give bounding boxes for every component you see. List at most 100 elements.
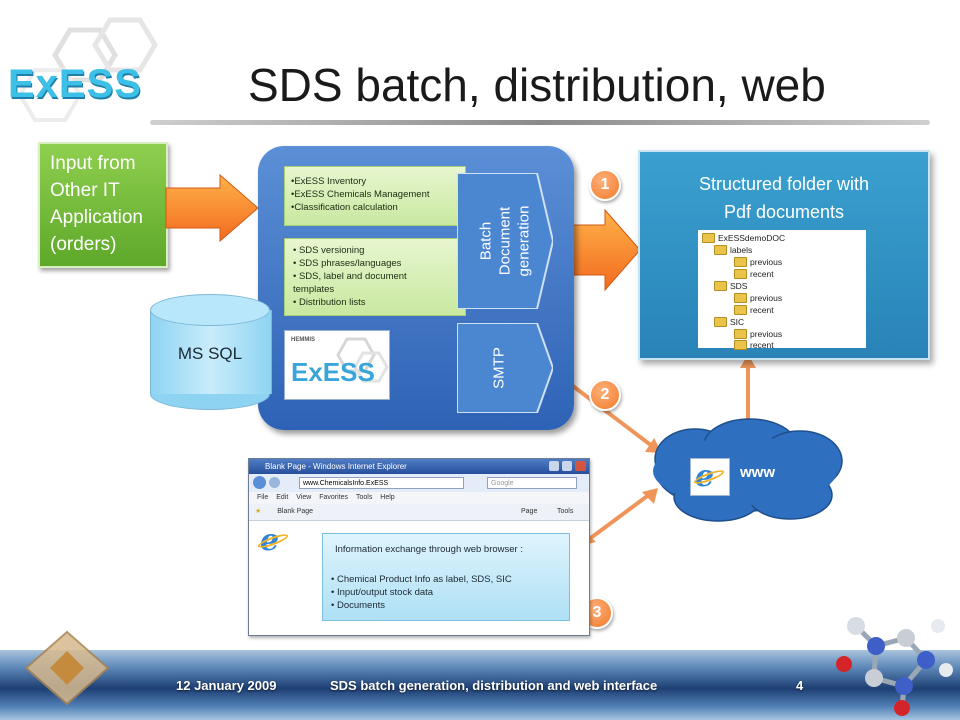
link-browser-www	[586, 492, 652, 542]
tree-node[interactable]: recent	[734, 340, 774, 350]
menu-item[interactable]: File	[257, 494, 269, 501]
browser-address-bar: www.ChemicalsInfo.ExESS Google	[249, 474, 589, 493]
maximize-button[interactable]	[562, 461, 572, 471]
tree-node[interactable]: recent	[734, 305, 774, 315]
tree-node[interactable]: recent	[734, 269, 774, 279]
web-info-item: • Chemical Product Info as label, SDS, S…	[331, 574, 512, 585]
page-menu[interactable]: Page	[521, 508, 538, 515]
folder-icon	[702, 233, 715, 243]
tree-node-label: ExESSdemoDOC	[718, 233, 786, 243]
atom	[894, 700, 910, 716]
tree-node[interactable]: previous	[734, 293, 782, 303]
logo-hexagon-2	[92, 17, 158, 73]
atom	[836, 656, 852, 672]
title-underline	[150, 120, 930, 125]
menu-item[interactable]: Help	[380, 494, 395, 501]
tree-node-label: previous	[750, 257, 783, 267]
tree-node[interactable]: previous	[734, 257, 782, 267]
logo-text: ExESS	[8, 62, 142, 106]
minimize-button[interactable]	[549, 461, 559, 471]
ie-icon: e	[695, 459, 715, 494]
mini-logo-hexagons	[336, 337, 389, 383]
search-input[interactable]: Google	[487, 477, 577, 489]
ie-logo-page: e	[256, 523, 291, 559]
atom	[931, 619, 945, 633]
feature-item: • Distribution lists	[293, 297, 366, 308]
ie-logo-www: e	[690, 458, 730, 496]
step-badge-1: 1	[589, 169, 621, 201]
tree-node[interactable]: ExESSdemoDOC	[702, 233, 785, 243]
batch-line: generation	[515, 205, 533, 277]
feature-item: • SDS phrases/languages	[293, 258, 402, 269]
folder-icon	[734, 257, 747, 267]
feature-item: templates	[293, 284, 335, 295]
exess-logo	[17, 17, 158, 122]
input-line: Input from	[50, 153, 136, 174]
footer-band	[0, 650, 960, 720]
structured-title-line: Structured folder with	[698, 174, 870, 194]
batch-generation-chevron: Batch Document generation	[457, 173, 553, 309]
folder-icon	[714, 281, 727, 291]
menu-item[interactable]: Tools	[356, 494, 373, 501]
atom	[895, 677, 913, 695]
structured-title-line: Pdf documents	[723, 202, 845, 222]
close-button[interactable]	[575, 461, 586, 471]
tree-node[interactable]: SDS	[714, 281, 747, 291]
exess-mini-logo: HEMMIS ExESS	[284, 330, 390, 400]
browser-titlebar: Blank Page - Windows Internet Explorer	[249, 459, 589, 474]
tools-menu[interactable]: Tools	[557, 508, 574, 515]
logo-hexagon-3	[17, 68, 83, 122]
menu-item[interactable]: Edit	[276, 494, 289, 501]
logo-hexagon-1	[52, 27, 118, 83]
tree-node[interactable]: labels	[714, 245, 752, 255]
tree-node[interactable]: SIC	[714, 317, 744, 327]
arrowhead	[642, 488, 658, 504]
smtp-chevron: SMTP	[457, 323, 553, 413]
favorites-star-icon[interactable]: ★	[255, 508, 262, 515]
browser-menu-bar: File Edit View Favorites Tools Help	[249, 492, 589, 504]
web-info-title: Information exchange through web browser…	[335, 544, 523, 555]
chevron-shape	[457, 173, 553, 309]
feature-item: •ExESS Inventory	[291, 176, 367, 187]
menu-item[interactable]: Favorites	[319, 494, 349, 501]
folder-icon	[734, 340, 747, 350]
atom	[917, 651, 935, 669]
db-cylinder-top	[150, 294, 270, 326]
link-smtp-www	[563, 378, 654, 448]
input-line: (orders)	[50, 234, 117, 255]
mini-hexagon	[336, 337, 376, 373]
atom	[865, 669, 883, 687]
folder-tree: ExESSdemoDOC labels previous recent SDS …	[698, 230, 866, 350]
browser-title: Blank Page - Windows Internet Explorer	[265, 462, 407, 471]
input-line: Application	[50, 207, 143, 228]
chevron-shape	[457, 323, 553, 413]
folder-icon	[734, 305, 747, 315]
web-info-item: • Input/output stock data	[331, 587, 434, 598]
sds-features-box: • SDS versioning • SDS phrases/languages…	[284, 238, 466, 316]
feature-item: • SDS, label and document	[293, 271, 407, 282]
step-badge-2: 2	[589, 379, 621, 411]
tree-node[interactable]: previous	[734, 329, 782, 339]
menu-item[interactable]: View	[296, 494, 312, 501]
tree-node-label: previous	[750, 329, 783, 339]
folder-icon	[714, 245, 727, 255]
smtp-label: SMTP	[490, 347, 508, 389]
address-input[interactable]: www.ChemicalsInfo.ExESS	[299, 477, 464, 489]
input-box: Input from Other IT Application (orders)	[38, 142, 168, 268]
feature-item: • SDS versioning	[293, 245, 365, 256]
structured-title: Structured folder with Pdf documents	[638, 170, 930, 226]
batch-label: Batch Document generation	[477, 206, 534, 277]
folder-icon	[734, 329, 747, 339]
footer-date: 12 January 2009	[176, 678, 277, 693]
browser-tab[interactable]: Blank Page	[277, 508, 314, 515]
tree-node-label: SIC	[730, 317, 745, 327]
back-button[interactable]	[253, 476, 266, 489]
tree-node-label: labels	[730, 245, 753, 255]
core-features-box: •ExESS Inventory •ExESS Chemicals Manage…	[284, 166, 466, 226]
database-label: MS SQL	[177, 344, 243, 363]
tree-node-label: recent	[750, 340, 774, 350]
ie-icon: e	[260, 523, 280, 558]
web-info-item: • Documents	[331, 600, 386, 611]
forward-button[interactable]	[269, 477, 280, 488]
